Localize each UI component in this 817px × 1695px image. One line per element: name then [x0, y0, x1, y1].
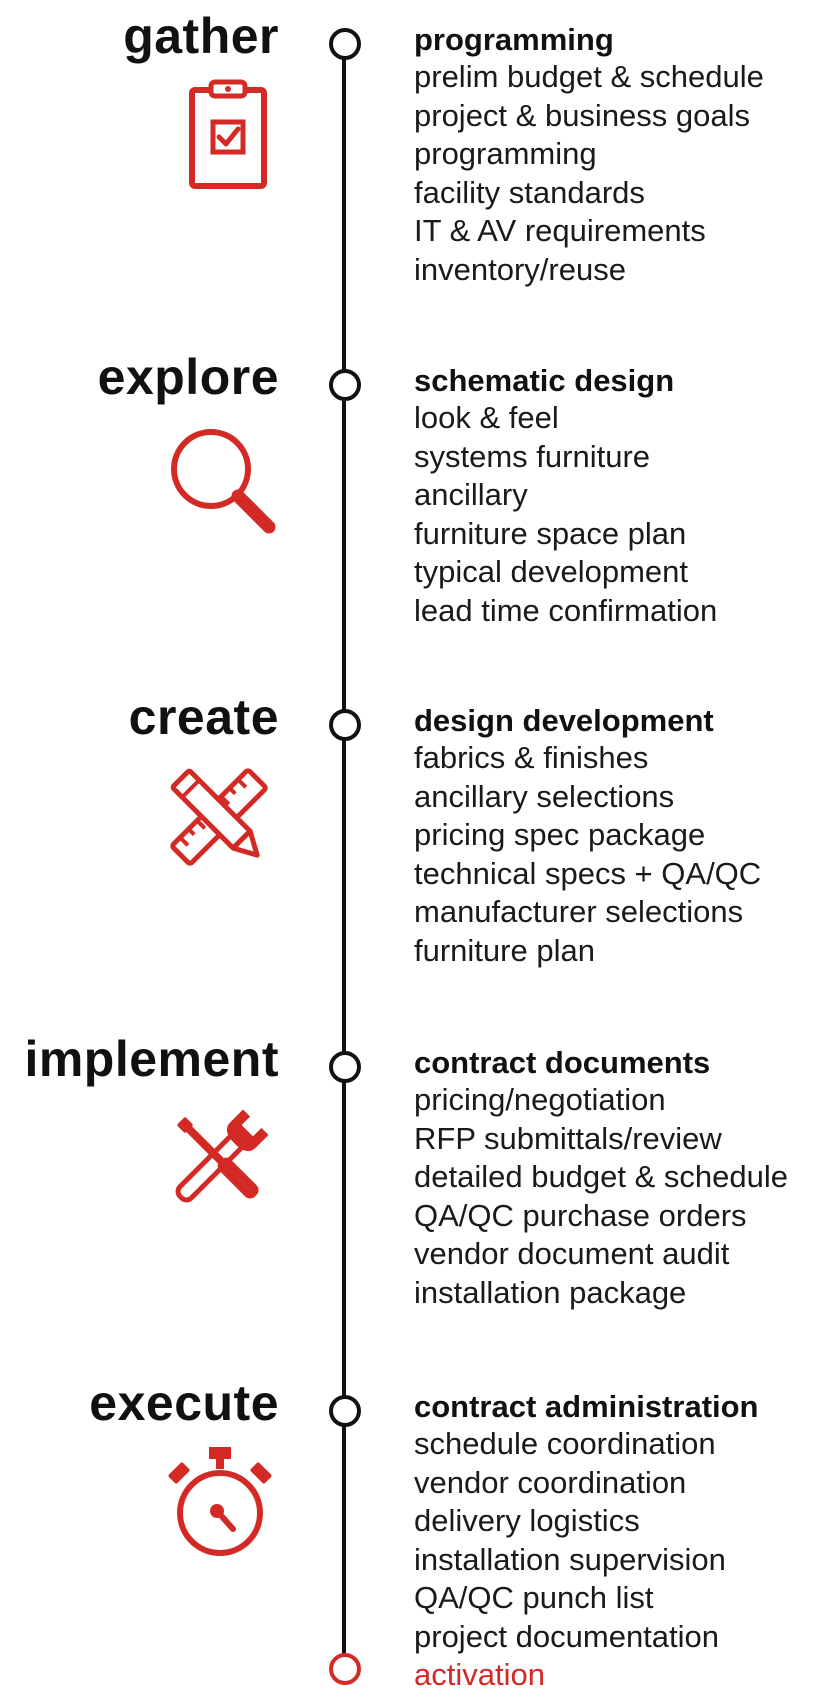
- phase-title: gather: [123, 8, 279, 64]
- timeline-node: [329, 28, 361, 60]
- list-item: ancillary: [414, 477, 528, 512]
- task-heading: contract documents: [414, 1045, 711, 1080]
- magnifier-icon: [159, 417, 279, 537]
- task-list: schematic design look & feel systems fur…: [414, 363, 717, 630]
- phase-title: execute: [89, 1375, 279, 1431]
- list-item: systems furniture: [414, 438, 651, 474]
- list-item: vendor coordination: [414, 1464, 687, 1500]
- phase-title: implement: [24, 1031, 279, 1087]
- list-item: pricing spec package: [414, 817, 706, 852]
- phase-title: create: [128, 689, 279, 745]
- list-item: QA/QC purchase orders: [414, 1197, 747, 1233]
- task-heading: programming: [414, 22, 614, 57]
- list-item: vendor document audit: [414, 1236, 730, 1271]
- task-heading: design development: [414, 703, 714, 738]
- timeline-node: [329, 709, 361, 741]
- list-item: lead time confirmation: [414, 592, 718, 628]
- list-item: manufacturer selections: [414, 894, 744, 929]
- list-item: fabrics & finishes: [414, 740, 649, 775]
- phase-execute: execute contract administration schedule…: [0, 1375, 817, 1695]
- list-item: programming: [414, 136, 597, 171]
- list-item: furniture space plan: [414, 515, 687, 551]
- list-item: delivery logistics: [414, 1503, 640, 1538]
- list-item: facility standards: [414, 174, 645, 210]
- wrench-screwdriver-icon: [159, 1099, 279, 1219]
- list-item: ancillary selections: [414, 778, 675, 814]
- timeline-node: [329, 1395, 361, 1427]
- list-item: look & feel: [414, 400, 559, 435]
- timeline-end-node: [329, 1653, 361, 1685]
- phase-explore: explore schematic design look & feel sys…: [0, 349, 817, 669]
- clipboard-check-icon: [159, 76, 279, 196]
- task-heading: contract administration: [414, 1389, 759, 1424]
- list-item: inventory/reuse: [414, 251, 626, 287]
- task-list: contract documents pricing/negotiation R…: [414, 1045, 788, 1312]
- phase-title: explore: [97, 349, 279, 405]
- list-item: detailed budget & schedule: [414, 1159, 789, 1194]
- list-item: typical development: [414, 554, 688, 589]
- list-item: furniture plan: [414, 932, 595, 968]
- task-heading: schematic design: [414, 363, 675, 398]
- phase-implement: implement contract documents pricing/neg…: [0, 1031, 817, 1351]
- timeline-node: [329, 1051, 361, 1083]
- list-item: pricing/negotiation: [414, 1082, 666, 1117]
- list-item: project & business goals: [414, 97, 751, 133]
- task-list: contract administration schedule coordin…: [414, 1389, 759, 1695]
- timeline-line: [342, 36, 346, 1670]
- list-item: IT & AV requirements: [414, 213, 706, 248]
- list-item-activation: activation: [414, 1657, 545, 1692]
- task-list: design development fabrics & finishes an…: [414, 703, 761, 970]
- phase-gather: gather programming prelim budget & sched…: [0, 8, 817, 328]
- list-item: installation supervision: [414, 1541, 726, 1577]
- task-list: programming prelim budget & schedule pro…: [414, 22, 764, 289]
- list-item: project documentation: [414, 1618, 720, 1654]
- list-item: installation package: [414, 1274, 687, 1310]
- timeline-node: [329, 369, 361, 401]
- ruler-pencil-icon: [159, 757, 279, 877]
- list-item: RFP submittals/review: [414, 1120, 722, 1156]
- list-item: prelim budget & schedule: [414, 59, 764, 94]
- list-item: technical specs + QA/QC: [414, 855, 762, 891]
- stopwatch-icon: [159, 1443, 279, 1563]
- list-item: QA/QC punch list: [414, 1580, 654, 1615]
- list-item: schedule coordination: [414, 1426, 716, 1461]
- phase-create: create design development fabrics & fi: [0, 689, 817, 1009]
